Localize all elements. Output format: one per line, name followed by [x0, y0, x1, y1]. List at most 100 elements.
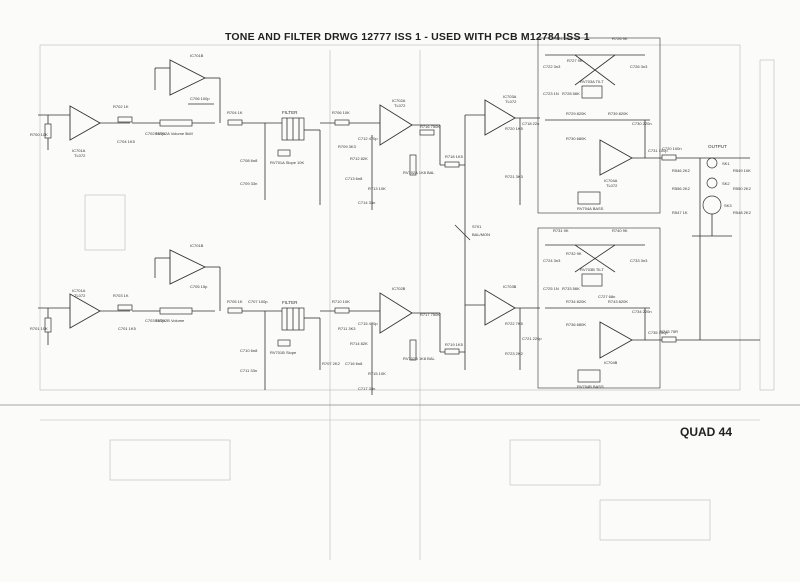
ic701a-b-ref: IC701A: [72, 288, 86, 293]
ic701b-b-ref: IC701B: [190, 243, 204, 248]
r743-label: R743 820K: [608, 299, 628, 304]
r728-label: R728 56K: [562, 91, 580, 96]
ic701a-ref: IC701A: [72, 148, 86, 153]
r740-label: R740 9K: [612, 228, 628, 233]
r556-label: R556 2K2: [672, 186, 691, 191]
r714-label: R714 82K: [350, 341, 368, 346]
resistor-r704: [227, 119, 243, 126]
c723-label: C723 1N: [543, 91, 559, 96]
ic701a-b-type: TL072: [74, 293, 86, 298]
r704-label: R704 1K: [227, 110, 243, 115]
r721-label: R721 3K3: [505, 174, 524, 179]
resistor-r710: [334, 307, 350, 314]
ic703a-ref: IC703A: [503, 94, 517, 99]
resistor-r718: [444, 161, 460, 168]
bal-pot-rv702b: [409, 339, 417, 361]
switch-ref: S701: [472, 224, 482, 229]
tilt-bottom-label: RV703B TILT: [580, 267, 604, 272]
c718-label: C718 22u: [522, 121, 539, 126]
r547-label: R547 1K: [672, 210, 688, 215]
sk3-label: SK3: [724, 203, 732, 208]
c715-label: C715 470p: [358, 321, 378, 326]
c717-label: C717 33n: [358, 386, 375, 391]
c706-label: C706 100p: [190, 96, 210, 101]
resistor-r703: [117, 304, 133, 311]
c735-label: C735 100p: [648, 330, 668, 335]
bass-top-label: RV704A BASS: [577, 206, 604, 211]
r715-label: R715 10K: [368, 371, 386, 376]
r733-label: R733 56K: [562, 286, 580, 291]
c707-label: C707 100p: [248, 299, 268, 304]
resistor-r745: [661, 336, 677, 343]
volume-pot-rv702a: [159, 119, 193, 127]
ic704b-ref: IC704B: [604, 360, 618, 365]
r705-label: R705 1K: [227, 299, 243, 304]
r732-label: R732 9K: [566, 251, 582, 256]
ic704b-opamp: [599, 321, 633, 359]
bal-bottom-label: RV702B 1K8 BAL: [403, 356, 436, 361]
r719-label: R719 1K5: [445, 342, 464, 347]
bal-mon-switch: S701 BAL/MON: [454, 224, 490, 241]
bass-pot-rv704a: [577, 191, 601, 205]
r710-label: R710 10K: [332, 299, 350, 304]
r706-label: R706 10K: [332, 110, 350, 115]
bal-pot-rv702a: [409, 154, 417, 176]
ic703a-type: TL072: [505, 99, 517, 104]
r730-label: R730 680K: [566, 136, 586, 141]
ic702b-opamp: [379, 292, 413, 334]
r727-label: R727 9K: [567, 58, 583, 63]
r546-label: R546 2K2: [672, 168, 691, 173]
ic701a-type: TL072: [74, 153, 86, 158]
c727-label: C727 68n: [598, 294, 615, 299]
c725-label: C725 1N: [543, 286, 559, 291]
c713-label: C713 6n8: [345, 176, 363, 181]
ic703a-opamp: [484, 99, 516, 136]
slope-pot-rv701a: [277, 149, 291, 157]
r720-label: R720 1K5: [505, 126, 524, 131]
output-section: OUTPUT SK1 SK2 SK3 R546 2K2 R556 2K2 R54…: [672, 144, 760, 341]
ic701b-ref: IC701B: [190, 53, 204, 58]
r716-label: R716 750K: [420, 124, 440, 129]
c708-label: C708 6n8: [240, 158, 258, 163]
r745-label: R745 75R: [660, 329, 678, 334]
ic703b-ref: IC703B: [503, 284, 517, 289]
bass-pot-rv704b: [577, 369, 601, 383]
filter-top-label: FILTER: [282, 110, 298, 115]
tone-network-top: [537, 37, 661, 214]
c703-label: C703 100p: [145, 318, 165, 323]
ic701a-b-opamp: [69, 293, 101, 329]
sk1-label: SK1: [722, 161, 730, 166]
sk2-label: SK2: [722, 181, 730, 186]
tilt-top-label: RV703A TILT: [580, 79, 604, 84]
c714-label: C714 33n: [358, 200, 375, 205]
c734-label: C734 220n: [632, 309, 652, 314]
output-socket-din: [702, 195, 722, 215]
slope-bottom-label: RV701B Slope: [270, 350, 297, 355]
resistor-r705: [227, 307, 243, 314]
output-label: OUTPUT: [708, 144, 727, 149]
c721-label: C721 220p: [522, 336, 542, 341]
bass-bottom-label: RV704B BASS: [577, 384, 604, 389]
c705-label: C705 15p: [190, 284, 208, 289]
drawing-title: TONE AND FILTER DRWG 12777 ISS 1 - USED …: [225, 31, 590, 43]
r700-label: R700 10K: [30, 132, 48, 137]
ic704a-opamp: [599, 139, 633, 176]
ic702a-opamp: [379, 104, 413, 146]
resistor-r719: [444, 348, 460, 355]
r717-label: R717 750K: [420, 312, 440, 317]
resistor-r700: [44, 123, 52, 139]
ic702a-ref: IC702A: [392, 98, 406, 103]
ic701b-opamp: [169, 59, 207, 96]
ic701a-opamp: [69, 105, 101, 141]
bottom-channel: R701 10K IC701A TL072 R703 1K C701 1K5 C…: [30, 227, 700, 395]
r723-label: R723 2K2: [505, 351, 524, 356]
r701-label: R701 10K: [30, 326, 48, 331]
switch-label: BAL/MON: [472, 232, 490, 237]
quad-44-label: QUAD 44: [680, 425, 733, 439]
c710-label: C710 6n8: [240, 348, 258, 353]
output-socket-2: [706, 177, 718, 189]
r718-label: R718 1K5: [445, 154, 464, 159]
r549-label: R549 10K: [733, 168, 751, 173]
c711-label: C711 33n: [240, 368, 257, 373]
